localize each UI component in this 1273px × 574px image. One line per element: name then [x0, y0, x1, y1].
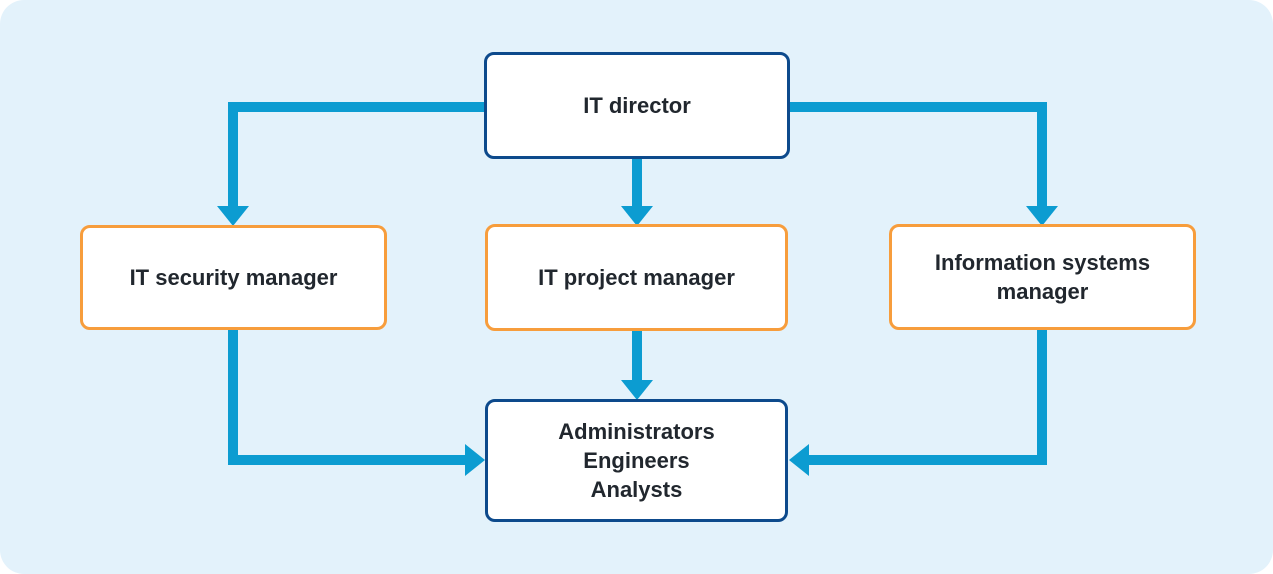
node-staff: Administrators Engineers Analysts — [485, 399, 788, 522]
edge-director-to-security-hline — [228, 102, 484, 112]
edge-director-to-security-arrowhead-icon — [217, 206, 249, 226]
edge-security-to-staff-hline — [228, 455, 465, 465]
node-it-project-manager: IT project manager — [485, 224, 788, 331]
edge-infosys-to-staff-hline — [809, 455, 1047, 465]
node-staff-line-engineers: Engineers — [583, 448, 690, 473]
edge-director-to-security-vline — [228, 102, 238, 206]
edge-infosys-to-staff-vline — [1037, 330, 1047, 465]
node-it-project-manager-label: IT project manager — [538, 265, 735, 290]
node-information-systems-manager: Information systems manager — [889, 224, 1196, 330]
edge-infosys-to-staff-arrowhead-icon — [789, 444, 809, 476]
edge-director-to-project-arrowhead-icon — [621, 206, 653, 226]
node-staff-line-administrators: Administrators — [558, 419, 715, 444]
edge-project-to-staff-arrowhead-icon — [621, 380, 653, 400]
edge-security-to-staff-vline — [228, 330, 238, 465]
node-it-director: IT director — [484, 52, 790, 159]
node-it-director-label: IT director — [583, 93, 691, 118]
edge-project-to-staff-vline — [632, 331, 642, 380]
edge-director-to-infosys-hline — [790, 102, 1047, 112]
node-staff-label: Administrators Engineers Analysts — [558, 417, 714, 504]
node-it-security-manager: IT security manager — [80, 225, 387, 330]
edge-director-to-project-vline — [632, 159, 642, 206]
edge-security-to-staff-arrowhead-icon — [465, 444, 485, 476]
edge-director-to-infosys-arrowhead-icon — [1026, 206, 1058, 226]
node-staff-line-analysts: Analysts — [590, 477, 683, 502]
node-it-security-manager-label: IT security manager — [129, 265, 338, 290]
node-information-systems-manager-label: Information systems manager — [934, 250, 1151, 304]
edge-director-to-infosys-vline — [1037, 102, 1047, 206]
